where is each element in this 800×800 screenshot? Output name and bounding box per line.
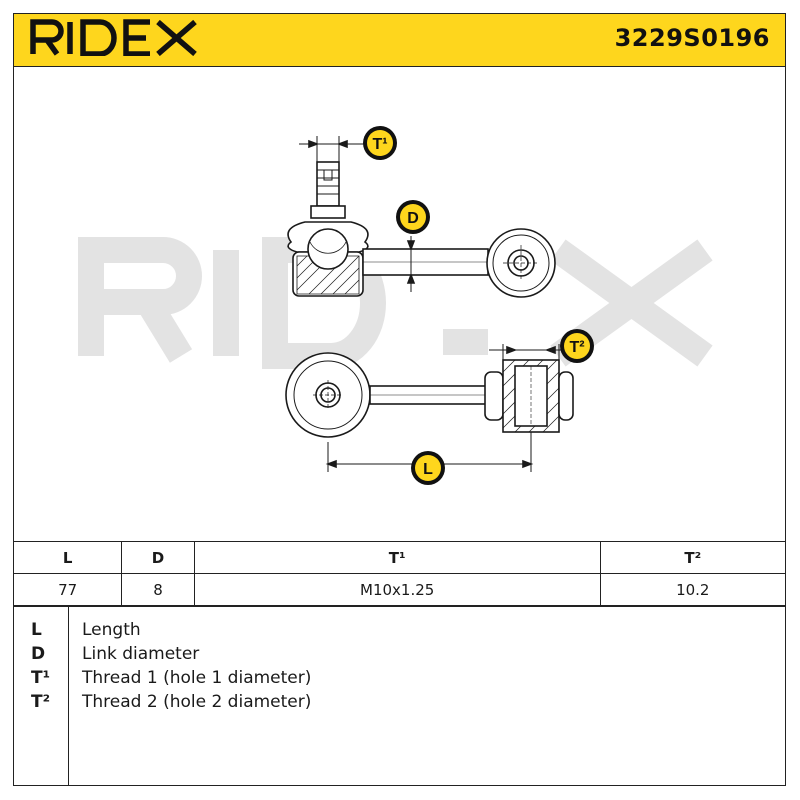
part-number: 3229S0196 bbox=[614, 24, 770, 52]
legend-text: Thread 1 (hole 1 diameter) bbox=[82, 668, 312, 688]
callout-l: L bbox=[411, 451, 445, 485]
legend-key: T¹ bbox=[31, 668, 51, 688]
legend-item: T¹ Thread 1 (hole 1 diameter) bbox=[14, 668, 774, 692]
stabiliser-link-drawing: T¹ D T² L bbox=[78, 126, 713, 485]
callout-t2-label: T² bbox=[569, 339, 584, 356]
legend-divider bbox=[68, 607, 69, 785]
callout-l-label: L bbox=[423, 461, 433, 478]
dimension-table: L D T¹ T² 77 8 M10x1.25 10.2 bbox=[12, 541, 787, 606]
table-header-cell: D bbox=[121, 541, 195, 574]
table-cell: 8 bbox=[121, 573, 195, 606]
legend-text: Thread 2 (hole 2 diameter) bbox=[82, 692, 312, 712]
callout-d: D bbox=[396, 200, 430, 234]
table-cell: 77 bbox=[12, 573, 123, 606]
table-header-cell: L bbox=[12, 541, 123, 574]
brand-logo bbox=[30, 18, 200, 60]
table-header-row: L D T¹ T² bbox=[12, 541, 787, 574]
legend-key: T² bbox=[31, 692, 51, 712]
technical-drawing: T¹ D T² L bbox=[13, 66, 786, 542]
callout-t1: T¹ bbox=[363, 126, 397, 160]
callout-t2: T² bbox=[560, 329, 594, 363]
callout-t1-label: T¹ bbox=[372, 136, 387, 153]
table-cell: M10x1.25 bbox=[193, 573, 601, 606]
legend-item: L Length bbox=[14, 620, 774, 644]
legend-key: D bbox=[31, 644, 46, 664]
table-cell: 10.2 bbox=[599, 573, 787, 606]
legend-text: Link diameter bbox=[82, 644, 200, 664]
ridex-logo-icon bbox=[30, 19, 197, 57]
legend-item: D Link diameter bbox=[14, 644, 774, 668]
legend-item: T² Thread 2 (hole 2 diameter) bbox=[14, 692, 774, 716]
legend-text: Length bbox=[82, 620, 141, 640]
table-row: 77 8 M10x1.25 10.2 bbox=[12, 573, 787, 606]
callout-d-label: D bbox=[407, 210, 419, 227]
table-header-cell: T¹ bbox=[193, 541, 601, 574]
legend-box: L Length D Link diameter T¹ Thread 1 (ho… bbox=[13, 606, 786, 786]
legend-key: L bbox=[31, 620, 42, 640]
table-header-cell: T² bbox=[599, 541, 787, 574]
